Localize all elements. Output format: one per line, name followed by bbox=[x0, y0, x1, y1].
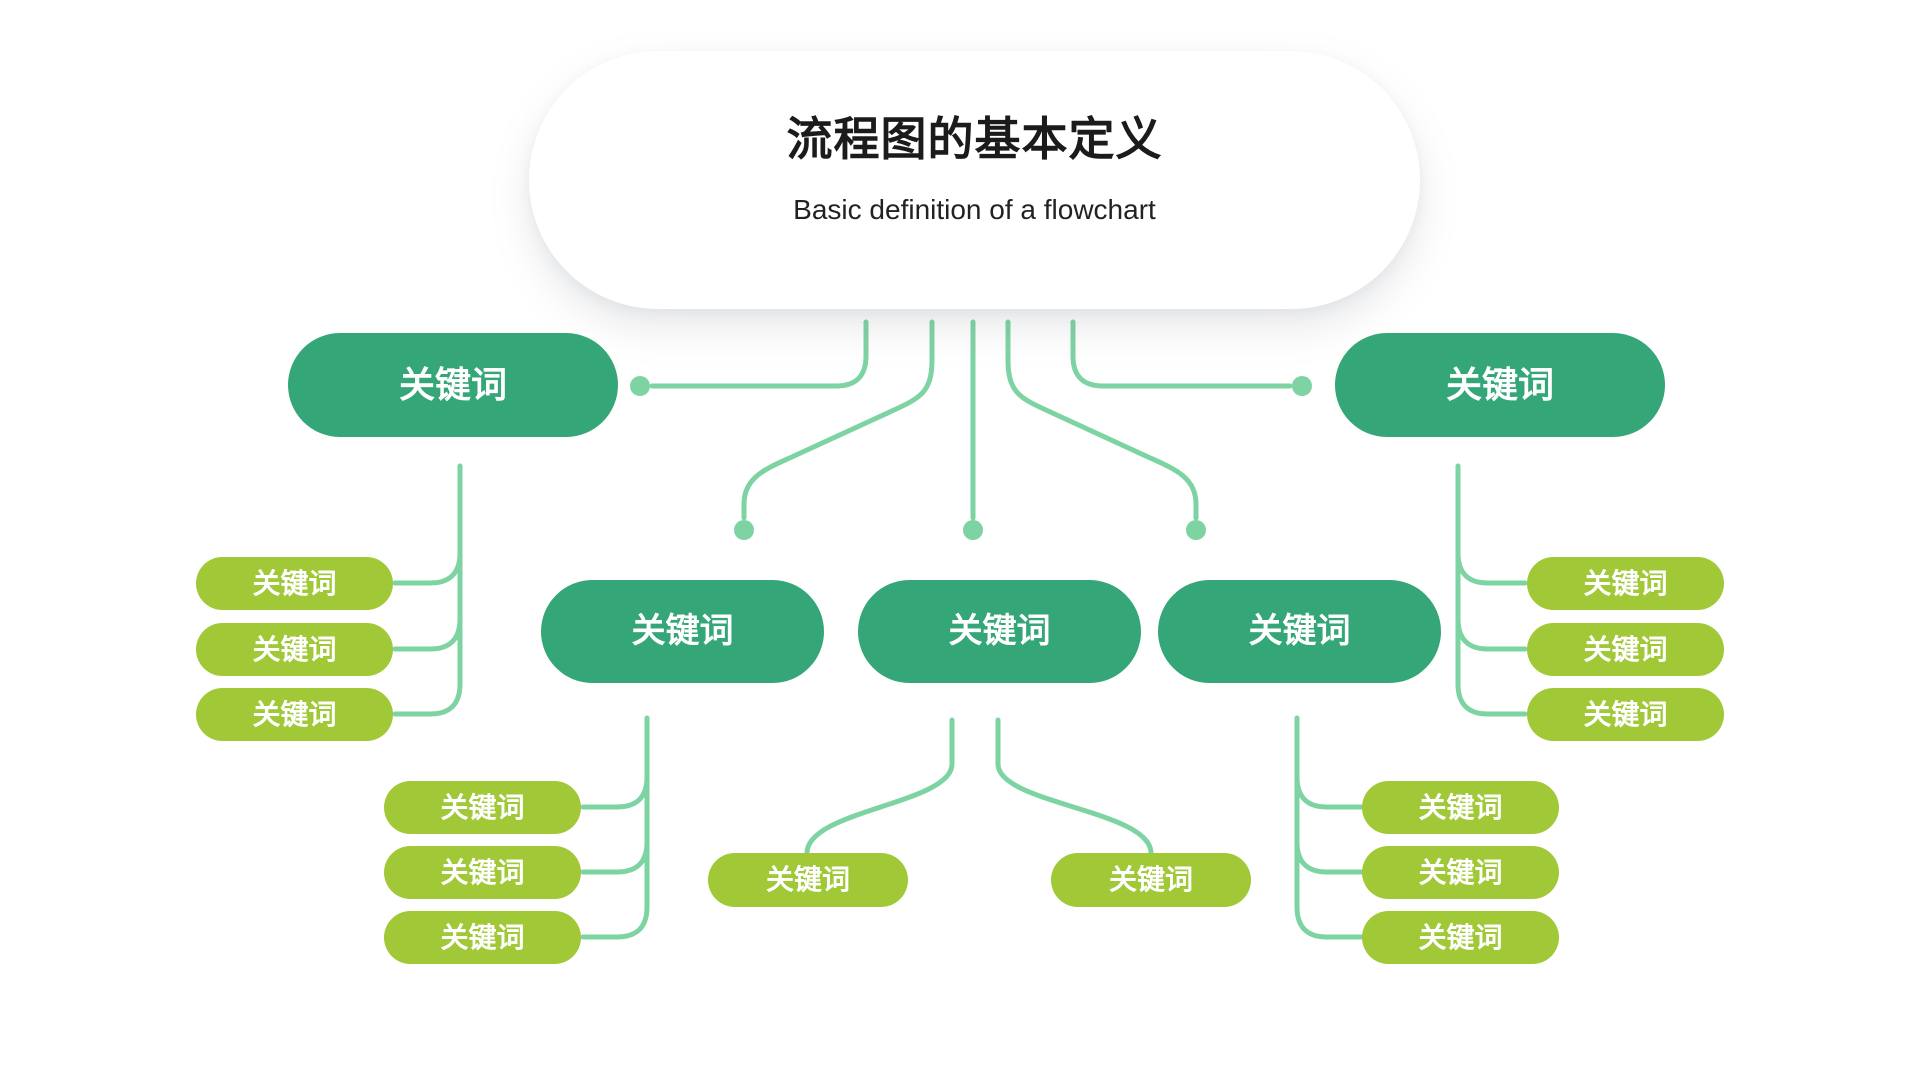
midright-trunk bbox=[1294, 715, 1364, 940]
branch-node-left: 关键词 bbox=[288, 333, 618, 437]
branch-node-center: 关键词 bbox=[858, 580, 1141, 683]
child-pill: 关键词 bbox=[1362, 846, 1559, 899]
page-title: 流程图的基本定义 bbox=[786, 113, 1163, 165]
root-node: 流程图的基本定义 Basic definition of a flowchart bbox=[529, 51, 1420, 309]
child-pill: 关键词 bbox=[1527, 557, 1724, 610]
child-pill: 关键词 bbox=[1051, 853, 1251, 907]
center-link-left bbox=[804, 717, 955, 856]
child-pill: 关键词 bbox=[384, 911, 581, 964]
left-twig-1 bbox=[392, 550, 463, 586]
branch-node-midleft: 关键词 bbox=[541, 580, 824, 683]
child-pill: 关键词 bbox=[1527, 623, 1724, 676]
left-trunk bbox=[392, 463, 463, 717]
child-pill: 关键词 bbox=[1527, 688, 1724, 741]
midleft-trunk bbox=[580, 715, 650, 940]
connector-dot bbox=[734, 520, 754, 540]
right-twig-1 bbox=[1455, 550, 1528, 586]
child-pill: 关键词 bbox=[1362, 911, 1559, 964]
connector-dot bbox=[1186, 520, 1206, 540]
connector-dot bbox=[1292, 376, 1312, 396]
branch-node-midright: 关键词 bbox=[1158, 580, 1441, 683]
midright-twig-1 bbox=[1294, 774, 1364, 810]
connector-dot bbox=[963, 520, 983, 540]
left-twig-2 bbox=[392, 616, 463, 652]
branch-node-right: 关键词 bbox=[1335, 333, 1665, 437]
midright-twig-2 bbox=[1294, 839, 1364, 875]
child-pill: 关键词 bbox=[196, 623, 393, 676]
link-root-to-left bbox=[649, 319, 869, 389]
midleft-twig-1 bbox=[580, 774, 650, 810]
child-pill: 关键词 bbox=[384, 781, 581, 834]
link-root-to-midleft bbox=[741, 319, 935, 521]
link-root-to-right bbox=[1070, 319, 1293, 389]
page-subtitle: Basic definition of a flowchart bbox=[793, 194, 1156, 225]
link-root-to-midright bbox=[1005, 319, 1199, 521]
child-pill: 关键词 bbox=[1362, 781, 1559, 834]
center-link-right bbox=[995, 717, 1154, 856]
connector-dot bbox=[630, 376, 650, 396]
midleft-twig-2 bbox=[580, 839, 650, 875]
child-pill: 关键词 bbox=[196, 557, 393, 610]
child-pill: 关键词 bbox=[708, 853, 908, 907]
right-trunk bbox=[1455, 463, 1528, 717]
child-pill: 关键词 bbox=[196, 688, 393, 741]
child-pill: 关键词 bbox=[384, 846, 581, 899]
right-twig-2 bbox=[1455, 616, 1528, 652]
